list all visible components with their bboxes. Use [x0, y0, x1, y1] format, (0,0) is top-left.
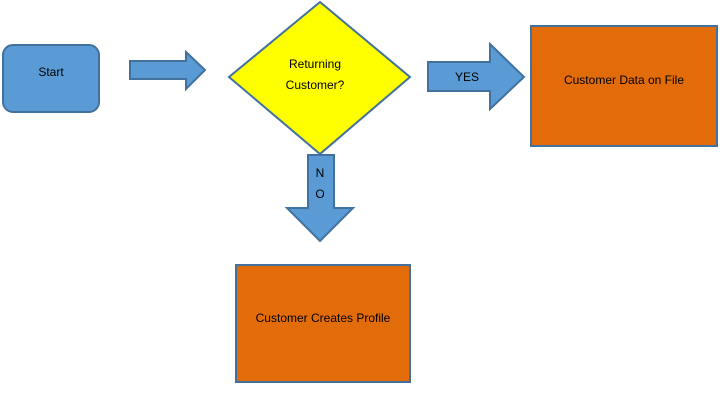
start-shape: [2, 44, 100, 113]
start-node: Start: [2, 44, 100, 113]
decision-label-line2: Customer?: [286, 78, 345, 92]
arrow-start-to-decision: [129, 49, 207, 92]
decision-node: Returning Customer?: [227, 0, 412, 156]
decision-label-line1: Returning: [289, 57, 341, 71]
data-on-file-label: Customer Data on File: [564, 73, 684, 87]
data-on-file-shape: [530, 25, 718, 147]
arrow-yes: [427, 41, 526, 112]
yes-edge: YES: [427, 41, 526, 112]
start-label: Start: [38, 65, 64, 79]
creates-profile-shape: [235, 264, 411, 383]
yes-label: YES: [455, 70, 479, 84]
data-on-file-node: Customer Data on File: [530, 25, 718, 147]
no-edge: N O: [284, 154, 356, 243]
no-label-line1: N: [316, 166, 325, 180]
creates-profile-label: Customer Creates Profile: [256, 311, 391, 325]
arrow-no: [284, 154, 356, 243]
creates-profile-node: Customer Creates Profile: [235, 264, 411, 383]
no-label-line2: O: [315, 187, 324, 201]
